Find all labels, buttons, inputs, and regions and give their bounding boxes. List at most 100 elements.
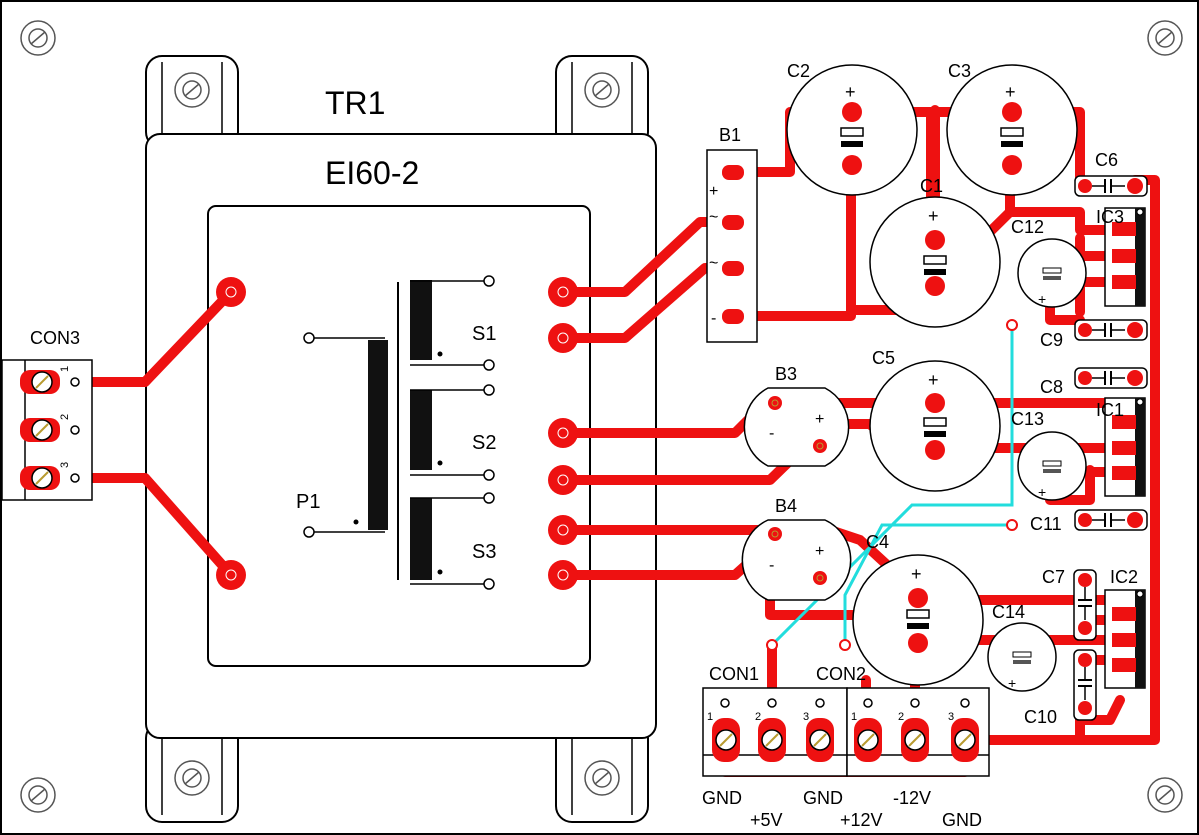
capacitor-c3: + C3 [946, 61, 1078, 196]
pin-number: 3 [948, 711, 954, 723]
capacitor-label: C7 [1042, 567, 1065, 587]
capacitor-label: C10 [1024, 707, 1057, 727]
bridge-rectifiers: + ~ ~ - B1 + - B3 + - B4 [706, 125, 852, 601]
transformer-ref: TR1 [325, 85, 385, 121]
capacitor-plus: + [1008, 675, 1016, 691]
crossed-circle-icon [584, 72, 620, 108]
regulator-label: IC3 [1096, 207, 1124, 227]
capacitor-label: C13 [1011, 409, 1044, 429]
regulator-ic3: IC3 [1096, 207, 1146, 307]
bridge-b1: + ~ ~ - B1 [706, 125, 758, 343]
bridge-label: B4 [775, 496, 797, 516]
crossed-circle-icon [174, 760, 210, 796]
crossed-circle-icon [174, 72, 210, 108]
secondary-winding-s3: S3 [410, 492, 496, 590]
pin-number: 1 [707, 711, 713, 723]
capacitor-c7: C7 [1042, 567, 1097, 641]
pin-number: 2 [755, 711, 761, 723]
output-label: +12V [840, 810, 883, 830]
bridge-pin-plus: + [815, 543, 824, 560]
bridge-pin-ac: ~ [709, 209, 718, 226]
capacitor-label: C8 [1040, 377, 1063, 397]
secondary-label: S2 [472, 432, 496, 454]
secondary-label: S1 [472, 323, 496, 345]
capacitor-plus: + [1038, 291, 1046, 307]
capacitor-label: C14 [992, 602, 1025, 622]
capacitor-label: C12 [1011, 217, 1044, 237]
output-labels: GND GND -12V +5V +12V GND [702, 788, 982, 830]
regulator-ic2: IC2 [1104, 567, 1146, 689]
capacitor-label: C2 [787, 61, 810, 81]
capacitor-label: C5 [872, 348, 895, 368]
capacitor-label: C11 [1030, 514, 1062, 534]
pin-number: 2 [59, 414, 71, 420]
bridge-pin-plus: + [815, 411, 824, 428]
regulator-label: IC2 [1110, 567, 1138, 587]
bridge-label: B3 [775, 364, 797, 384]
capacitor-plus: + [928, 206, 939, 226]
bridge-label: B1 [719, 125, 741, 145]
pin-number: 3 [59, 462, 71, 468]
bridge-pin-plus: + [709, 183, 718, 200]
bridge-pin-ac: ~ [709, 255, 718, 272]
electrolytic-capacitors: + C2 + C3 + C1 + C5 [786, 61, 1087, 692]
capacitor-c10: C10 [1024, 649, 1097, 727]
connector-label: CON3 [30, 328, 80, 348]
capacitor-c13: + C13 [1011, 409, 1087, 501]
pin-number: 2 [898, 711, 904, 723]
capacitor-plus: + [928, 370, 939, 390]
mounting-holes [20, 20, 1183, 813]
bridge-b3: + - B3 [743, 364, 850, 467]
capacitor-c2: + C2 [786, 61, 918, 196]
output-label: GND [702, 788, 742, 808]
bridge-pin-minus: - [769, 557, 774, 574]
crossed-circle-icon [1147, 777, 1183, 813]
crossed-circle-icon [20, 777, 56, 813]
transformer-type: EI60-2 [325, 155, 419, 191]
regulator-ic1: IC1 [1096, 397, 1146, 497]
transformer-pads [216, 277, 578, 590]
output-label: GND [942, 810, 982, 830]
pin-number: 1 [851, 711, 857, 723]
capacitor-c12: + C12 [1011, 217, 1087, 308]
capacitor-plus: + [845, 82, 856, 102]
capacitor-label: C1 [920, 176, 943, 196]
crossed-circle-icon [1147, 20, 1183, 56]
crossed-circle-icon [20, 20, 56, 56]
capacitor-c6: C6 [1074, 150, 1148, 197]
primary-label: P1 [296, 491, 320, 513]
ceramic-capacitors: C6 C9 C8 C11 [1024, 150, 1148, 727]
capacitor-plus: + [1038, 484, 1046, 500]
connector-label: CON1 [709, 664, 759, 684]
pin-number: 1 [59, 366, 71, 372]
capacitor-c5: + C5 [869, 348, 1001, 492]
output-label: +5V [750, 810, 783, 830]
capacitor-c11: C11 [1030, 509, 1148, 534]
capacitor-c9: C9 [1040, 319, 1148, 350]
capacitor-plus: + [911, 564, 922, 584]
capacitor-c4: + C4 [852, 532, 984, 686]
connector-con1-con2: CON1 CON2 1 2 3 1 2 3 [702, 664, 990, 777]
capacitor-c8: C8 [1040, 367, 1148, 397]
crossed-circle-icon [584, 760, 620, 796]
capacitor-label: C6 [1095, 150, 1118, 170]
secondary-label: S3 [472, 541, 496, 563]
voltage-regulators: IC3 IC1 IC2 [1096, 207, 1146, 689]
output-label: -12V [893, 788, 931, 808]
bridge-pin-minus: - [711, 310, 716, 327]
capacitor-label: C3 [948, 61, 971, 81]
secondary-winding-s1: S1 [410, 275, 496, 371]
capacitor-label: C9 [1040, 330, 1063, 350]
capacitor-label: C4 [866, 532, 889, 552]
bridge-b4: + - B4 [741, 496, 852, 601]
connector-con3: CON3 1 2 3 [1, 328, 93, 501]
bridge-pin-minus: - [769, 425, 774, 442]
output-label: GND [803, 788, 843, 808]
regulator-label: IC1 [1096, 400, 1124, 420]
secondary-winding-s2: S2 [410, 384, 496, 481]
capacitor-c14: + C14 [987, 602, 1057, 692]
pin-number: 3 [803, 711, 809, 723]
capacitor-c1: + C1 [869, 176, 1001, 328]
transformer-tr1: TR1 EI60-2 P1 S1 S2 [145, 55, 657, 823]
